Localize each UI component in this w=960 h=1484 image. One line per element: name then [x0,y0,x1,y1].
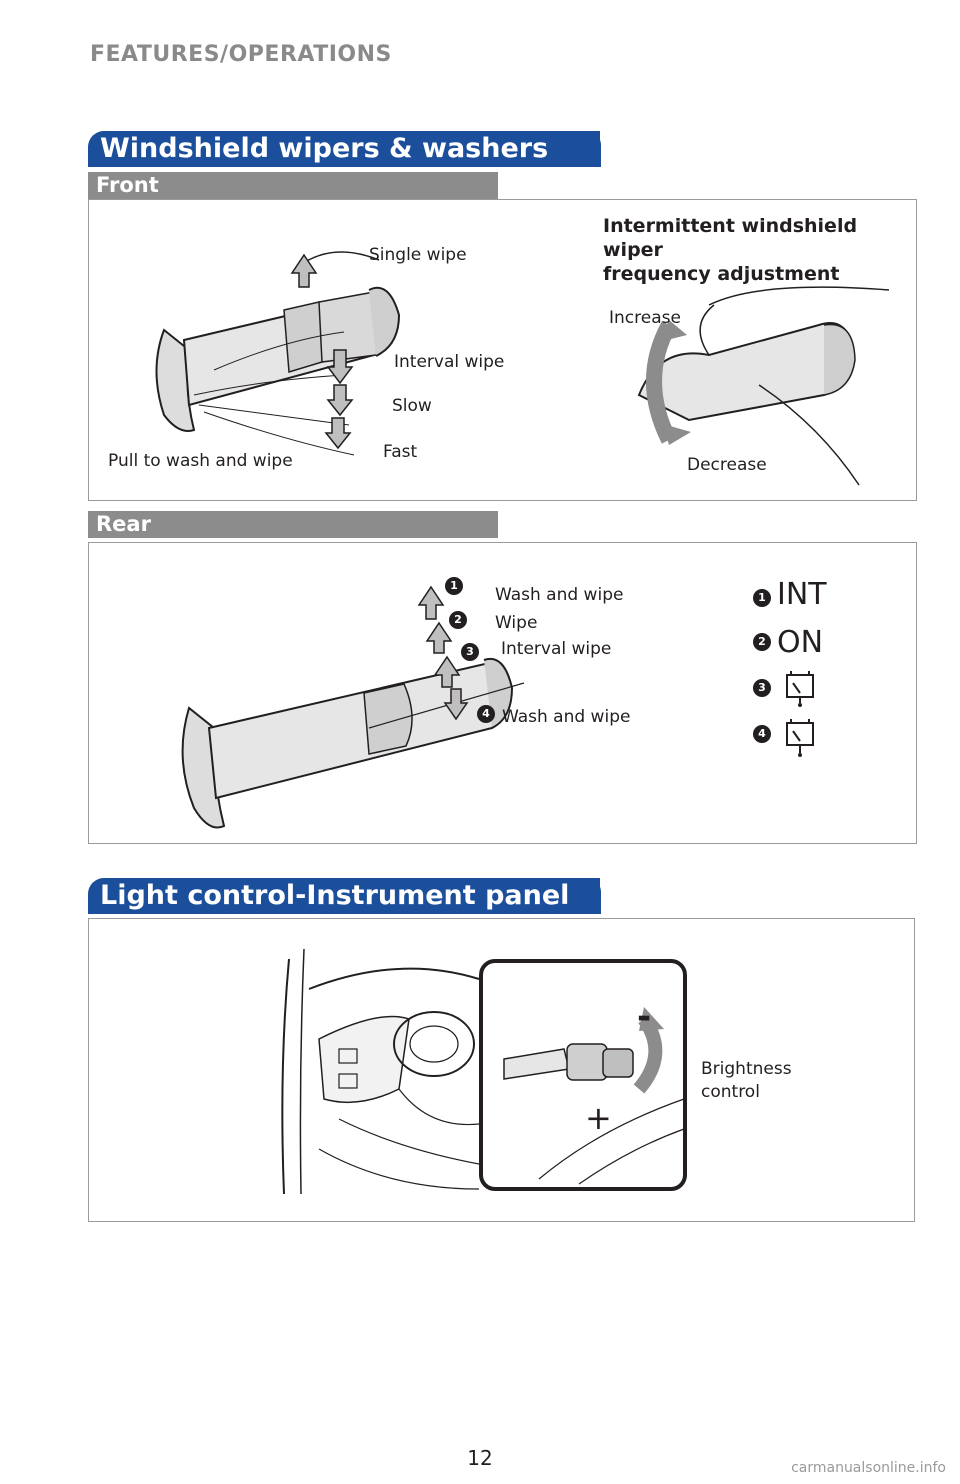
dashboard-illustration [281,948,480,1195]
label-rear-interval-wipe: Interval wipe [501,639,612,659]
rear-washer-icon [786,719,814,757]
section-tab-light: Light control-Instrument panel [88,878,601,914]
light-control-panel: - + Brightness control [88,918,915,1222]
adjust-hand-illustration [637,286,890,486]
subsection-title: Front [96,173,159,197]
rear-wiper-arrows [417,585,469,721]
label-interval-wipe: Interval wipe [394,352,505,372]
page-section-title: FEATURES/OPERATIONS [90,42,392,67]
label-rear-wipe: Wipe [495,613,538,633]
legend-badge-2: 2 [753,633,771,651]
brightness-minus: - [637,997,652,1037]
legend-badge-3: 3 [753,679,771,697]
subsection-tab-rear: Rear [88,511,498,538]
adjust-rotate-arrow [646,320,691,445]
label-slow: Slow [392,396,432,416]
legend-on: ON [777,625,824,660]
label-increase: Increase [609,308,681,328]
section-tab-wipers: Windshield wipers & washers [88,131,601,167]
label-single-wipe: Single wipe [369,245,467,265]
label-decrease: Decrease [687,455,767,475]
rear-wiper-panel: 1 Wash and wipe 2 Wipe 3 Interval wipe 4… [88,542,917,844]
section-title: Windshield wipers & washers [100,133,549,164]
legend-int: INT [777,577,827,612]
subsection-tab-front: Front [88,172,498,199]
step-badge-1: 1 [445,577,463,595]
label-rear-wash-wipe-up: Wash and wipe [495,585,624,605]
legend-badge-1: 1 [753,589,771,607]
label-fast: Fast [383,442,418,462]
front-wiper-lever-illustration [155,251,401,456]
watermark: carmanualsonline.info [791,1460,946,1476]
adjust-title: Intermittent windshield wiper frequency … [603,215,858,285]
section-title: Light control-Instrument panel [100,880,570,911]
label-rear-wash-wipe-down: Wash and wipe [502,707,631,727]
step-badge-3: 3 [461,643,479,661]
legend-badge-4: 4 [753,725,771,743]
rear-wiper-lever-illustration [181,657,525,829]
step-badge-2: 2 [449,611,467,629]
subsection-title: Rear [96,512,151,536]
step-badge-4: 4 [477,705,495,723]
front-wiper-arrows [290,253,354,450]
label-pull-to-wash: Pull to wash and wipe [108,451,293,471]
brightness-plus: + [585,1099,612,1137]
page-number: 12 [467,1446,493,1470]
rear-washer-icon [786,671,814,707]
brightness-detail-illustration [479,959,687,1191]
front-wiper-panel: Single wipe Interval wipe Slow Fast Pull… [88,199,917,501]
brightness-label: Brightness control [701,1059,792,1102]
